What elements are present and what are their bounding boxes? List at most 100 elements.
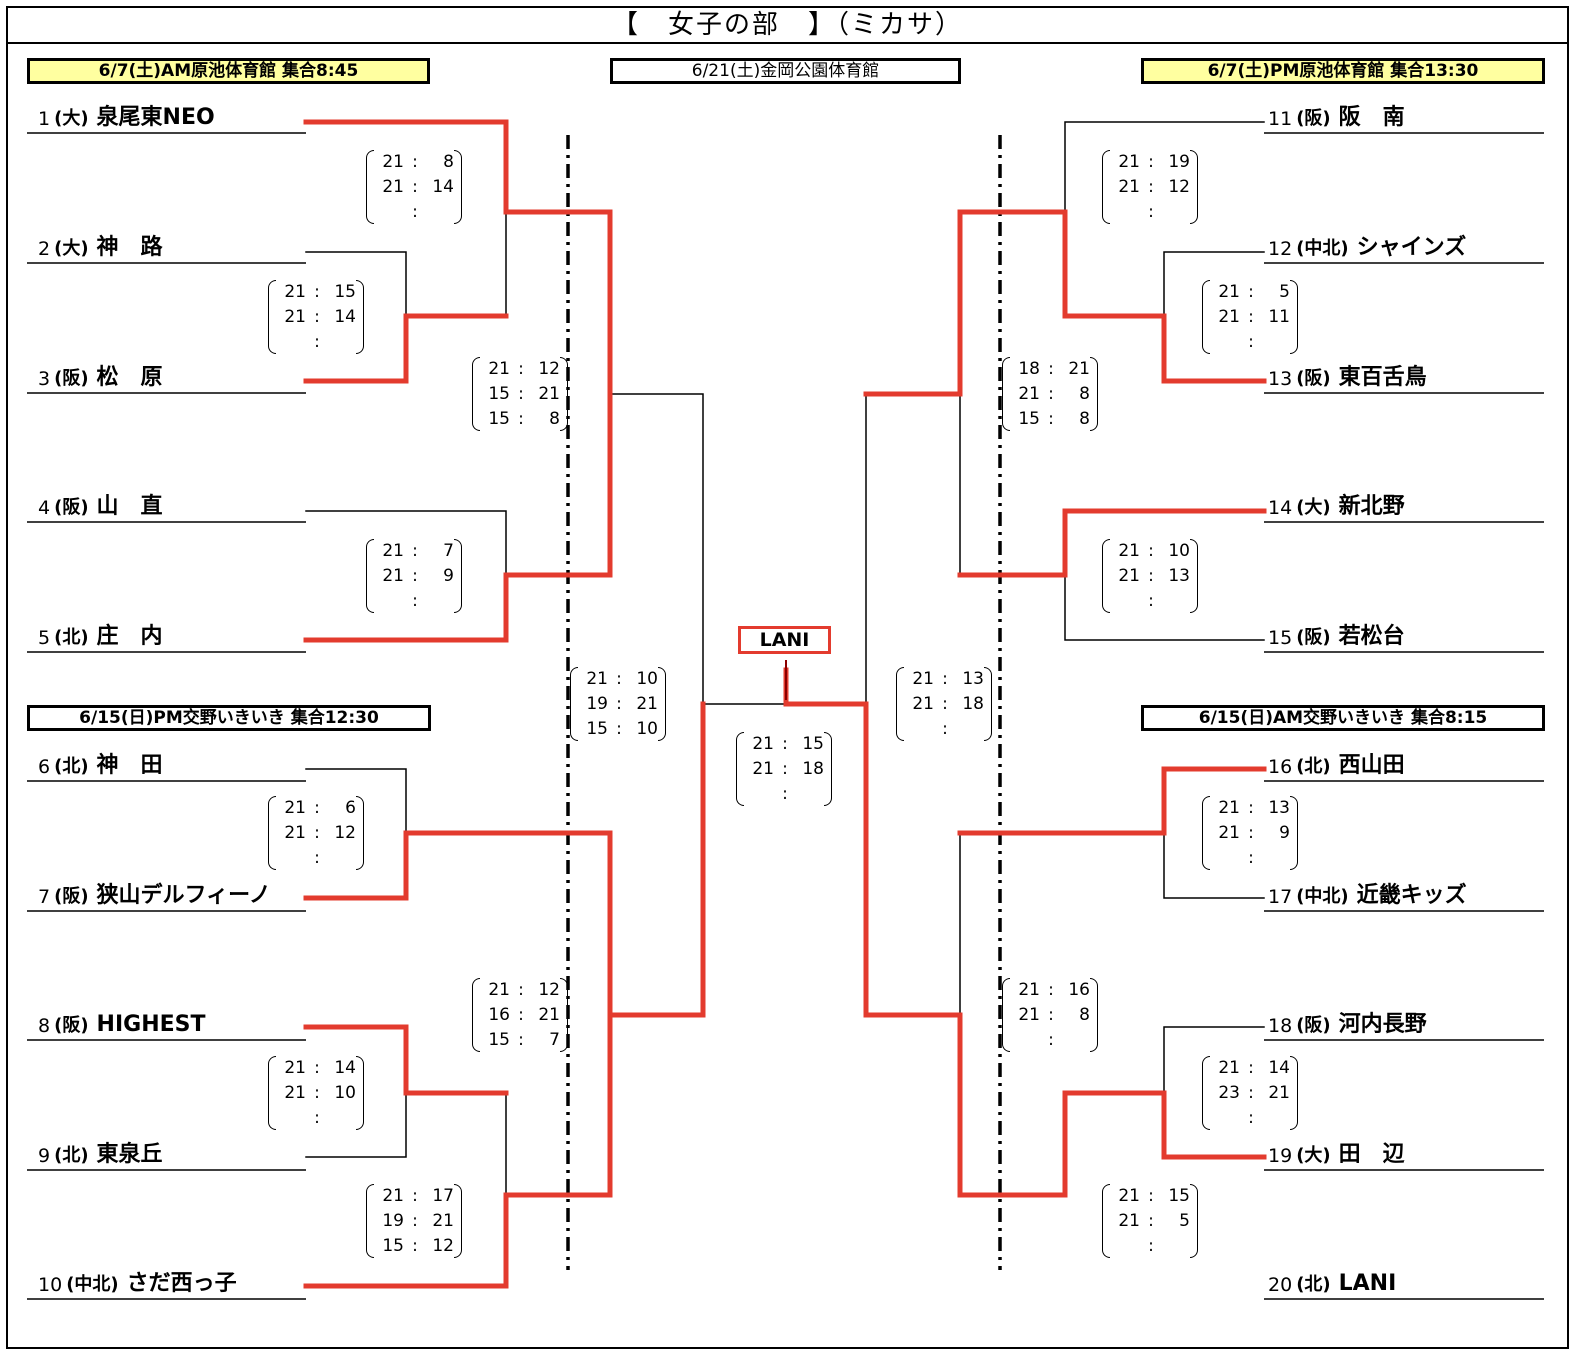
score-left: 21 [382, 541, 404, 561]
team-entry: 11(阪)阪 南 [1268, 105, 1405, 131]
score-set-row: 21:18 [736, 756, 832, 782]
score-set-row: : [1102, 588, 1198, 614]
score-colon: : [314, 798, 320, 818]
score-colon: : [942, 694, 948, 714]
bracket-path [1163, 1026, 1265, 1094]
score-colon: : [314, 1083, 320, 1103]
score-set-row: 18:21 [1002, 356, 1098, 382]
score-set-row: 15:21 [472, 381, 568, 407]
bracket-path [305, 510, 507, 576]
venue-right-bottom: 6/15(日)AM交野いきいき 集合8:15 [1141, 705, 1545, 731]
score-set-row: 15:8 [472, 406, 568, 432]
score-left: 21 [1218, 798, 1240, 818]
team-entry: 6(北)神 田 [38, 753, 163, 779]
score-right: 13 [1268, 798, 1290, 818]
team-name: 松 原 [96, 365, 163, 390]
score-left: 21 [1218, 282, 1240, 302]
team-number: 20 [1268, 1274, 1293, 1296]
team-region: (北) [1296, 1274, 1331, 1295]
bracket-path [1163, 251, 1265, 317]
score-colon: : [1248, 848, 1254, 868]
score-left: 21 [1118, 177, 1140, 197]
score-colon: : [1048, 409, 1054, 429]
score-right: 15 [1168, 1186, 1190, 1206]
team-entry: 12(中北)シャインズ [1268, 235, 1466, 261]
team-number: 17 [1268, 886, 1293, 908]
score-right: 10 [636, 669, 658, 689]
score-set-row: 21:11 [1202, 304, 1298, 330]
score-left: 15 [488, 384, 510, 404]
score-set-row: : [268, 329, 364, 355]
score-set-row: : [268, 845, 364, 871]
team-name: 東泉丘 [96, 1142, 163, 1167]
score-set-row: 21:15 [736, 731, 832, 757]
score-colon: : [314, 1058, 320, 1078]
score-colon: : [518, 980, 524, 1000]
venue-right-top: 6/7(土)PM原池体育館 集合13:30 [1141, 58, 1545, 84]
score-colon: : [314, 1108, 320, 1128]
winner-path [957, 508, 1267, 578]
score-right: 21 [538, 384, 560, 404]
team-number: 7 [38, 886, 51, 908]
score-set-row: 21:15 [1102, 1183, 1198, 1209]
score-left: 21 [912, 669, 934, 689]
team-number: 3 [38, 368, 51, 390]
team-name: LANI [1338, 1271, 1397, 1296]
team-number: 1 [38, 108, 51, 130]
team-entry: 10(中北)さだ西っ子 [38, 1271, 237, 1297]
bracket-path [305, 1092, 407, 1158]
team-entry: 7(阪)狭山デルフィーノ [38, 883, 271, 909]
team-name: 阪 南 [1338, 105, 1405, 130]
score-left: 21 [382, 1186, 404, 1206]
score-left: 21 [284, 307, 306, 327]
score-set-row: 21:14 [366, 174, 462, 200]
team-region: (北) [1296, 756, 1331, 777]
team-entry: 18(阪)河内長野 [1268, 1012, 1427, 1038]
score-colon: : [1148, 152, 1154, 172]
score-colon: : [412, 177, 418, 197]
score-set-row: : [366, 588, 462, 614]
score-colon: : [1048, 1005, 1054, 1025]
venue-left-bottom: 6/15(日)PM交野いきいき 集合12:30 [27, 705, 431, 731]
score-colon: : [782, 784, 788, 804]
team-number: 13 [1268, 368, 1293, 390]
score-set-row: : [1202, 845, 1298, 871]
team-name: 西山田 [1338, 753, 1405, 778]
score-left: 21 [382, 152, 404, 172]
winner-path [303, 701, 706, 1018]
bracket-path [305, 251, 407, 317]
score-left: 21 [488, 980, 510, 1000]
score-colon: : [782, 759, 788, 779]
team-region: (中北) [66, 1274, 119, 1295]
score-set-row: 23:21 [1202, 1080, 1298, 1106]
score-right: 6 [345, 798, 356, 818]
score-left: 21 [1218, 1058, 1240, 1078]
team-name: 泉尾東NEO [96, 105, 215, 130]
score-colon: : [518, 1005, 524, 1025]
team-region: (阪) [1296, 108, 1331, 129]
team-entry: 1(大)泉尾東NEO [38, 105, 215, 131]
score-right: 10 [334, 1083, 356, 1103]
score-left: 21 [284, 798, 306, 818]
score-set-row: 16:21 [472, 1002, 568, 1028]
score-left: 21 [284, 282, 306, 302]
score-set-row: 21:12 [1102, 174, 1198, 200]
score-set-row: 21:12 [268, 820, 364, 846]
team-entry: 14(大)新北野 [1268, 494, 1405, 520]
score-right: 12 [538, 980, 560, 1000]
team-region: (大) [54, 238, 89, 259]
score-left: 19 [586, 694, 608, 714]
score-right: 12 [432, 1236, 454, 1256]
score-right: 21 [636, 694, 658, 714]
score-left: 21 [488, 359, 510, 379]
